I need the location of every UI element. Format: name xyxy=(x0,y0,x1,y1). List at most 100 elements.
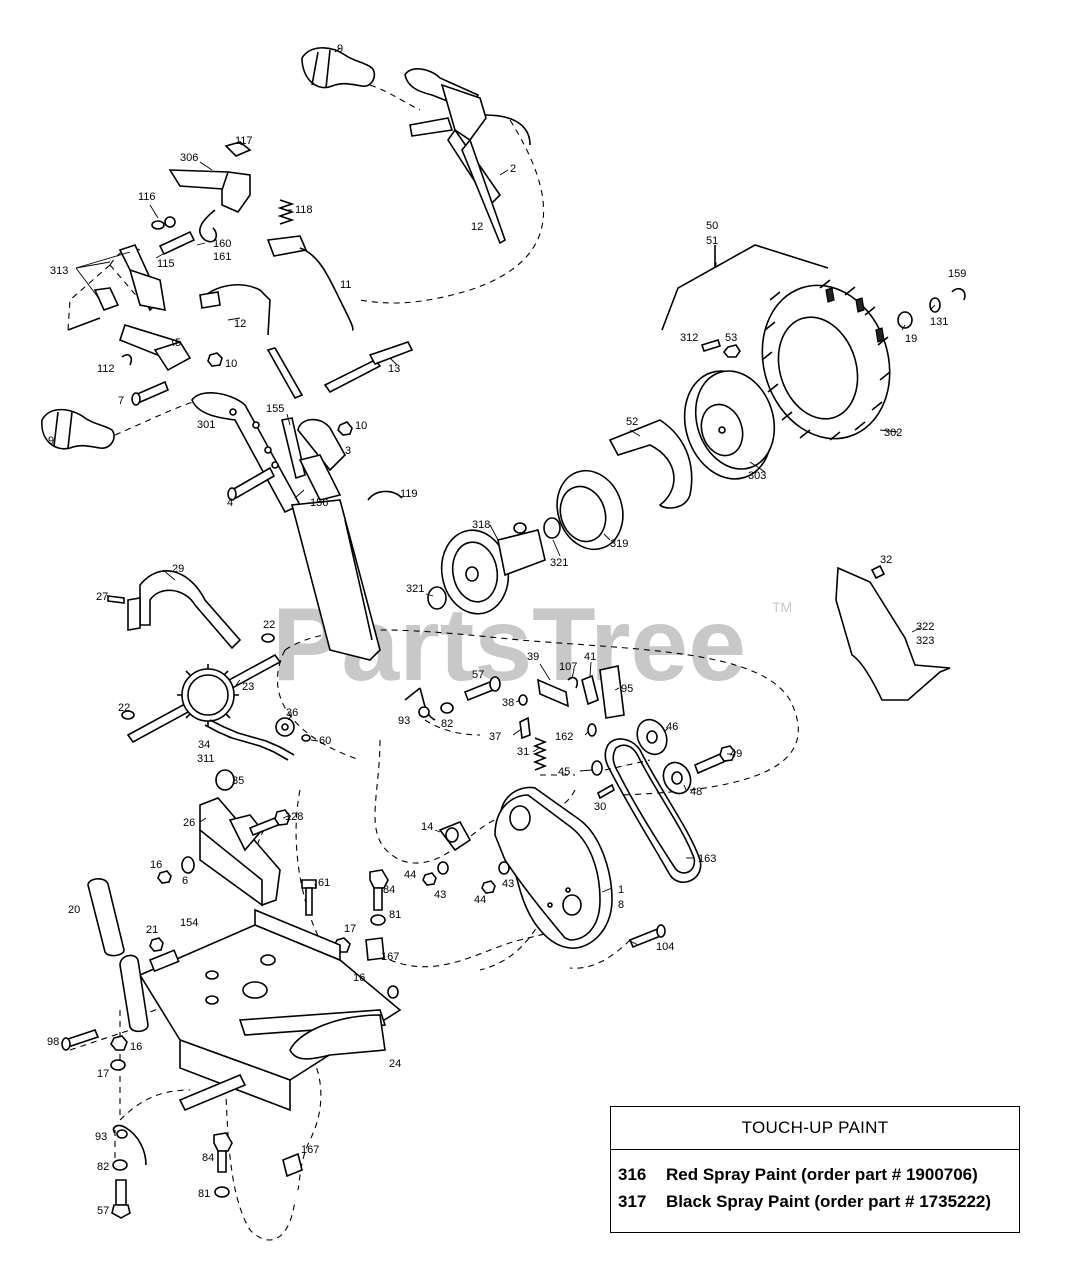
label-11: 11 xyxy=(340,279,351,291)
label-38: 38 xyxy=(502,697,514,709)
shaft-23 xyxy=(126,653,282,744)
label-16-b: 16 xyxy=(353,972,365,984)
paint-description: Black Spray Paint (order part # 1735222) xyxy=(666,1192,992,1211)
bolt-128 xyxy=(248,809,291,837)
label-6: 6 xyxy=(182,875,188,887)
sprocket-36 xyxy=(275,717,295,737)
label-312: 312 xyxy=(680,332,698,344)
clip-112 xyxy=(121,354,133,366)
hardware-312-53-19-131-159 xyxy=(700,288,966,358)
label-32: 32 xyxy=(880,554,892,566)
label-116: 116 xyxy=(138,191,156,203)
label-319: 319 xyxy=(610,538,628,550)
label-323: 323 xyxy=(916,635,934,647)
label-53: 53 xyxy=(725,332,737,344)
label-9-upper: 9 xyxy=(337,43,343,55)
label-112: 112 xyxy=(97,363,115,375)
label-107: 107 xyxy=(559,661,577,673)
label-95: 95 xyxy=(621,683,633,695)
touch-up-paint-title: TOUCH-UP PAINT xyxy=(611,1107,1019,1150)
label-98: 98 xyxy=(47,1036,59,1048)
label-117: 117 xyxy=(235,135,253,147)
label-30: 30 xyxy=(594,801,606,813)
label-10-a: 10 xyxy=(225,358,237,370)
label-37: 37 xyxy=(489,731,501,743)
label-57-lower: 57 xyxy=(97,1205,109,1217)
label-14: 14 xyxy=(421,821,433,833)
leader-lines xyxy=(75,47,936,946)
label-159: 159 xyxy=(948,268,966,280)
label-41: 41 xyxy=(584,651,596,663)
label-12-upper: 12 xyxy=(471,221,483,233)
label-119: 119 xyxy=(400,488,418,500)
label-20: 20 xyxy=(68,904,80,916)
bolt-57-upper xyxy=(463,676,501,702)
label-82-lower: 82 xyxy=(97,1161,109,1173)
label-16-a: 16 xyxy=(150,859,162,871)
nut-10-a xyxy=(207,352,223,367)
handle-301 xyxy=(191,392,381,661)
bearing-319 xyxy=(556,469,624,551)
wheel-rim-303 xyxy=(683,370,776,480)
label-9-lower: 9 xyxy=(48,435,54,447)
bolt-84-lower xyxy=(213,1132,233,1173)
label-46: 46 xyxy=(666,721,678,733)
label-154: 154 xyxy=(180,917,198,929)
bracket-26 xyxy=(199,797,281,907)
paint-row-red: 316 Red Spray Paint (order part # 1900706… xyxy=(618,1161,1019,1188)
washer-45 xyxy=(591,760,603,776)
label-23: 23 xyxy=(242,681,254,693)
label-302: 302 xyxy=(884,427,902,439)
washer-81-lower xyxy=(214,1186,230,1198)
pin-37 xyxy=(519,716,531,740)
threaded-rod xyxy=(266,347,304,400)
washer-82-upper xyxy=(440,702,454,714)
idler-48 xyxy=(662,761,692,795)
label-60: 60 xyxy=(319,735,331,747)
label-84-lower: 84 xyxy=(202,1152,214,1164)
label-93-lower: 93 xyxy=(95,1131,107,1143)
label-5: 5 xyxy=(175,337,181,349)
paint-part-number: 316 xyxy=(618,1165,647,1184)
label-29: 29 xyxy=(172,563,184,575)
label-17-b: 17 xyxy=(97,1068,109,1080)
label-49: 49 xyxy=(730,748,742,760)
spacer-39 xyxy=(537,678,569,708)
lever-assembly-313 xyxy=(67,244,166,331)
nut-21 xyxy=(149,937,164,952)
label-161: 161 xyxy=(213,251,231,263)
label-17-a: 17 xyxy=(344,923,356,935)
paint-description: Red Spray Paint (order part # 1900706) xyxy=(666,1165,978,1184)
tire-302 xyxy=(761,279,891,441)
label-128: 128 xyxy=(285,811,303,823)
label-27: 27 xyxy=(96,591,108,603)
bolt-104 xyxy=(628,924,666,949)
rod-13 xyxy=(323,341,414,394)
label-45: 45 xyxy=(558,766,570,778)
washer-60 xyxy=(301,734,311,742)
label-21: 21 xyxy=(146,924,158,936)
hook-93-upper xyxy=(404,687,436,721)
label-4: 4 xyxy=(227,497,233,509)
label-61: 61 xyxy=(318,877,330,889)
label-13: 13 xyxy=(388,363,400,375)
label-43-b: 43 xyxy=(502,878,514,890)
tube-20 xyxy=(87,878,125,957)
clip-167-lower xyxy=(282,1152,303,1178)
touch-up-paint-table: TOUCH-UP PAINT 316 Red Spray Paint (order… xyxy=(610,1106,1020,1233)
label-50: 50 xyxy=(706,220,718,232)
pins-115-116 xyxy=(151,216,196,256)
label-322: 322 xyxy=(916,621,934,633)
label-167-lower: 167 xyxy=(301,1144,319,1156)
label-48: 48 xyxy=(690,786,702,798)
label-155: 155 xyxy=(266,403,284,415)
label-93-upper: 93 xyxy=(398,715,410,727)
label-306: 306 xyxy=(180,152,198,164)
bracket-3 xyxy=(281,417,353,501)
pin-38 xyxy=(518,694,528,706)
label-81-lower: 81 xyxy=(198,1188,210,1200)
nuts-44-43 xyxy=(422,861,510,894)
label-318: 318 xyxy=(472,519,490,531)
